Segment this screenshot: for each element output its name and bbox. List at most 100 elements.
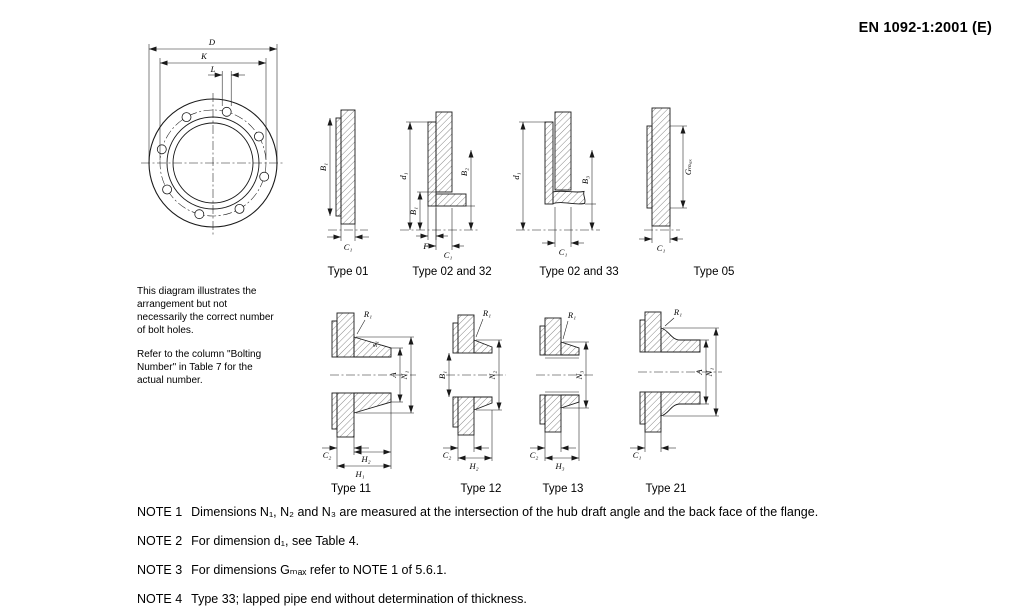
type-11-diagram: R₁ s₁ A N₁ C₂ H₂ H₁ (322, 309, 416, 479)
type-05-diagram: Gₘₐₓ C₁ (639, 107, 693, 253)
dim-label-B1: B₁ (408, 207, 418, 215)
dim-label-R1: R₁ (673, 307, 682, 317)
dim-label-C1: C₁ (633, 450, 642, 460)
flange-face-diagram: D K L (141, 37, 285, 237)
hub-upper (473, 339, 493, 354)
dim-label-H1: H₁ (354, 469, 364, 479)
type-13-diagram: R₁ N₃ C₂ H₃ (530, 310, 594, 471)
plate-flange-section (340, 109, 356, 225)
dim-label-R1: R₁ (482, 308, 491, 318)
raised-face-upper (331, 320, 338, 358)
flange-ring-lower (336, 392, 355, 438)
type-21-diagram: R₁ A N₁ C₁ (630, 307, 722, 460)
note-1: NOTE 1 Dimensions N₁, N₂ and N₃ are measu… (137, 504, 1017, 520)
bolt-circle (159, 109, 267, 217)
type-12-diagram: R₁ B₁ N₂ C₂ H₂ (437, 308, 506, 471)
dim-label-H3: H₃ (554, 461, 564, 471)
type-01-diagram: B₁ C₁ (318, 109, 369, 252)
outer-diameter-circle (148, 98, 278, 228)
dim-label-C1: C₁ (559, 247, 568, 257)
collar-sleeve (435, 193, 467, 207)
dim-label-B3: B₃ (580, 176, 590, 184)
collar-lap (427, 121, 437, 207)
dim-label-Gmax: Gₘₐₓ (683, 158, 693, 175)
flange-ring-lower (544, 394, 562, 433)
dim-label-H2: H₂ (360, 454, 370, 464)
page-title: EN 1092-1:2001 (E) (858, 20, 992, 36)
raised-face-lower (452, 396, 459, 428)
dim-label-C2: C₂ (530, 450, 539, 460)
dim-label-d1: d₁ (511, 172, 521, 179)
flange-ring-upper (457, 314, 475, 354)
note-2-text: For dimension d₁, see Table 4. (191, 534, 360, 548)
dim-label-B1: B₁ (318, 163, 328, 171)
raised-face-lower (331, 392, 338, 430)
raised-face (646, 125, 653, 209)
lapped-pipe-end (552, 190, 586, 205)
dim-label-N2: N₂ (487, 371, 497, 381)
bolt-hole-note: This diagram illustrates the arrangement… (137, 285, 277, 398)
raised-face-upper (639, 319, 646, 353)
note-4-label: NOTE 4 (137, 592, 183, 606)
flange-ring-upper (336, 312, 355, 358)
dim-label-C2: C₂ (323, 450, 332, 460)
dim-label-R1: R₁ (363, 309, 372, 319)
pipe-wall-upper (660, 327, 701, 353)
dim-label-C1: C₁ (444, 250, 453, 260)
dim-label-A: A (388, 372, 398, 379)
hub-lower (473, 396, 493, 411)
raised-face-lower (639, 391, 646, 425)
dim-label-K: K (200, 51, 208, 61)
dim-label-N3: N₃ (574, 371, 584, 381)
dim-label-B1: B₁ (437, 371, 447, 379)
dim-label-L: L (210, 64, 216, 74)
raised-face-upper (539, 325, 546, 356)
type-02-33-diagram: d₁ B₃ C₁ (511, 111, 600, 257)
caption-type-01: Type 01 (327, 266, 369, 278)
bolt-holes (156, 106, 270, 220)
dim-label-R1: R₁ (567, 310, 576, 320)
caption-type-05: Type 05 (693, 266, 735, 278)
flange-ring-upper (544, 317, 562, 356)
note-4-text: Type 33; lapped pipe end without determi… (191, 592, 527, 606)
note-1-text: Dimensions N₁, N₂ and N₃ are measured at… (191, 505, 819, 519)
caption-type-21: Type 21 (645, 483, 687, 495)
dim-label-N1: N₁ (704, 368, 714, 378)
dim-label-C1: C₁ (344, 242, 353, 252)
blind-flange-section (651, 107, 671, 227)
note-4: NOTE 4 Type 33; lapped pipe end without d… (137, 591, 1017, 607)
type-02-32-diagram: d₁ B₁ B₂ F C₁ (398, 111, 478, 260)
dim-label-B2: B₂ (459, 168, 469, 176)
caption-type-02-33: Type 02 and 33 (539, 266, 619, 278)
raised-face (335, 117, 342, 217)
caption-type-12: Type 12 (460, 483, 502, 495)
loose-flange-section (435, 111, 453, 193)
dim-label-H2: H₂ (468, 461, 478, 471)
dim-label-D: D (208, 37, 216, 47)
bolt-hole-note-para1: This diagram illustrates the arrangement… (137, 286, 274, 336)
caption-type-13: Type 13 (542, 483, 584, 495)
dim-label-s1: s₁ (369, 341, 379, 347)
dim-label-d1: d₁ (398, 172, 408, 179)
flange-ring-upper (644, 311, 662, 353)
flange-ring-lower (457, 396, 475, 436)
hub-upper (353, 336, 392, 358)
bore-circle (172, 122, 254, 204)
caption-type-11: Type 11 (330, 483, 372, 495)
note-3-text: For dimensions Gₘₐₓ refer to NOTE 1 of 5… (191, 563, 447, 577)
caption-type-02-32: Type 02 and 32 (412, 266, 492, 278)
hub-lower (353, 392, 392, 414)
raised-face-circle (166, 116, 260, 210)
hub-lower (560, 394, 580, 409)
bolt-hole-note-para2: Refer to the column "Bolting Number" in … (137, 349, 262, 386)
note-3: NOTE 3 For dimensions Gₘₐₓ refer to NOTE … (137, 562, 1017, 578)
loose-flange-section (554, 111, 572, 191)
raised-face-upper (452, 322, 459, 354)
flange-ring-lower (644, 391, 662, 433)
pipe-wall-lower (660, 391, 701, 417)
note-3-label: NOTE 3 (137, 563, 183, 577)
note-2-label: NOTE 2 (137, 534, 183, 548)
note-1-label: NOTE 1 (137, 505, 183, 519)
notes-section: NOTE 1 Dimensions N₁, N₂ and N₃ are measu… (137, 504, 1017, 616)
